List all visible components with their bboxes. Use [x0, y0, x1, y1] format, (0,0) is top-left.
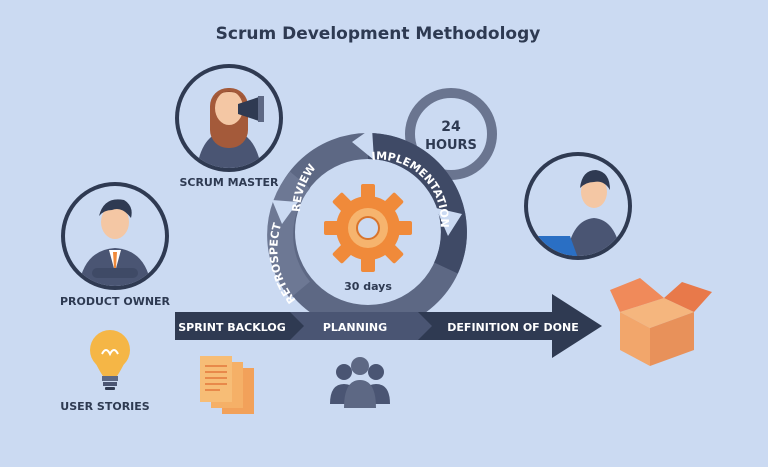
backlog-documents-icon: [200, 356, 254, 414]
implementation-segment: [367, 133, 467, 274]
sprint-backlog-label: SPRINT BACKLOG: [178, 321, 286, 334]
daily-cycle-number: 24: [441, 119, 461, 135]
daily-cycle-label: HOURS: [425, 138, 477, 153]
gear-icon: [324, 184, 412, 272]
definition-of-done-label: DEFINITION OF DONE: [447, 321, 578, 334]
page-title: Scrum Development Methodology: [216, 24, 541, 44]
sprint-arrow: SPRINT BACKLOG PLANNING DEFINITION OF DO…: [175, 294, 602, 358]
cycle-arrow-2: [436, 208, 462, 236]
planning-label: PLANNING: [323, 321, 387, 334]
sprint-duration: 30 days: [344, 280, 392, 293]
scrum-master-avatar: [175, 64, 283, 172]
retrospect-segment: [267, 171, 311, 299]
cycle-arrow-3: [272, 200, 298, 224]
cycle-arrow-1: [352, 128, 374, 160]
daily-cycle-ring: 24 HOURS: [405, 88, 497, 180]
user-stories-label: USER STORIES: [60, 400, 150, 413]
scrum-master-label: SCRUM MASTER: [179, 176, 279, 189]
developer-avatar: [524, 152, 632, 260]
open-box-icon: [610, 278, 712, 366]
team-icon: [330, 357, 390, 408]
product-owner-avatar: [61, 182, 169, 290]
product-owner-label: PRODUCT OWNER: [60, 295, 171, 308]
lightbulb-icon: [90, 330, 130, 390]
